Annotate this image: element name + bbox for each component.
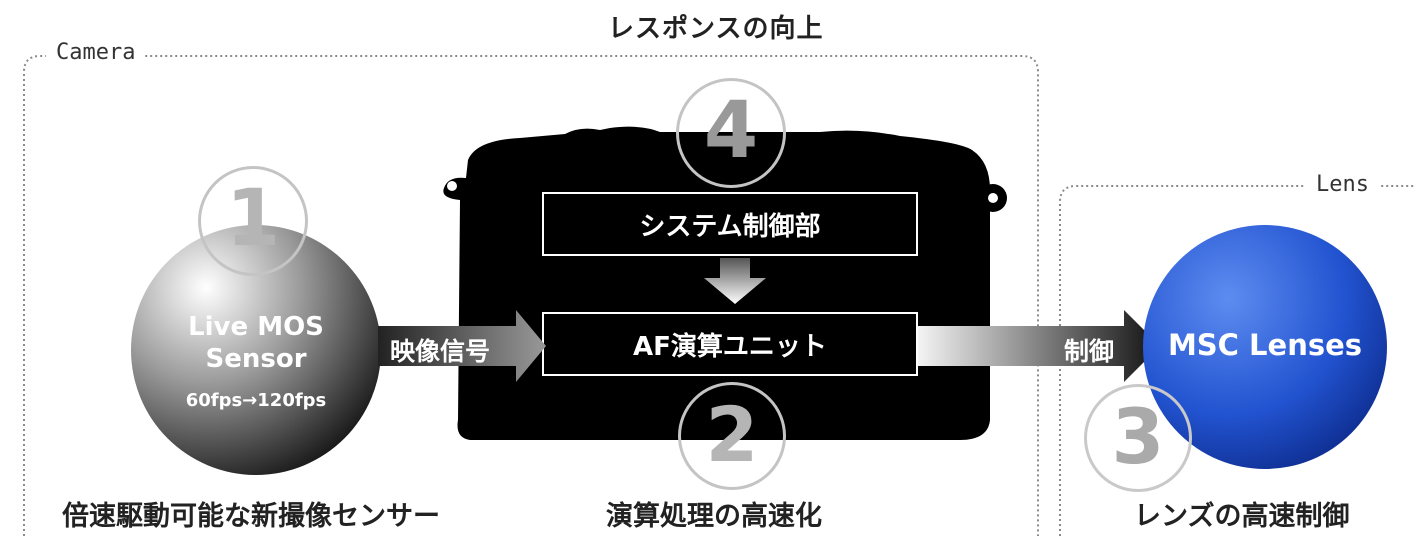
lens-sphere [1143, 225, 1387, 469]
caption-processing: 演算処理の高速化 [606, 501, 822, 532]
control-arrow-icon [918, 310, 1160, 382]
control-arrow-label: 制御 [1064, 337, 1115, 366]
sensor-title-line1: Live MOS [188, 312, 324, 342]
down-arrow-icon [704, 258, 766, 304]
caption-lens: レンズの高速制御 [1134, 501, 1350, 532]
lens-label: Lens [1306, 172, 1379, 197]
signal-arrow-label: 映像信号 [390, 337, 491, 366]
caption-sensor: 倍速駆動可能な新撮像センサー [62, 501, 440, 532]
camera-label: Camera [46, 40, 146, 65]
step-1-number: 1 [225, 174, 281, 264]
step-4-circle [676, 78, 786, 188]
diagram-title: レスポンスの向上 [608, 14, 824, 44]
step-1-circle [198, 166, 308, 276]
sensor-title-line2: Sensor [205, 344, 307, 374]
step-3-circle [1084, 384, 1192, 492]
step-2-number: 2 [705, 390, 759, 479]
lens-frame [1059, 185, 1414, 536]
camera-frame [23, 55, 1039, 536]
system-control-box: システム制御部 [542, 192, 918, 256]
af-unit-box: AF演算ユニット [542, 312, 918, 376]
lenses-label: MSC Lenses [1167, 328, 1363, 362]
sensor-sphere [131, 225, 381, 475]
signal-arrow-icon [378, 310, 546, 382]
step-4-number: 4 [703, 86, 759, 176]
step-3-number: 3 [1111, 392, 1165, 481]
step-2-circle [678, 382, 786, 490]
sensor-fps: 60fps→120fps [185, 390, 327, 411]
